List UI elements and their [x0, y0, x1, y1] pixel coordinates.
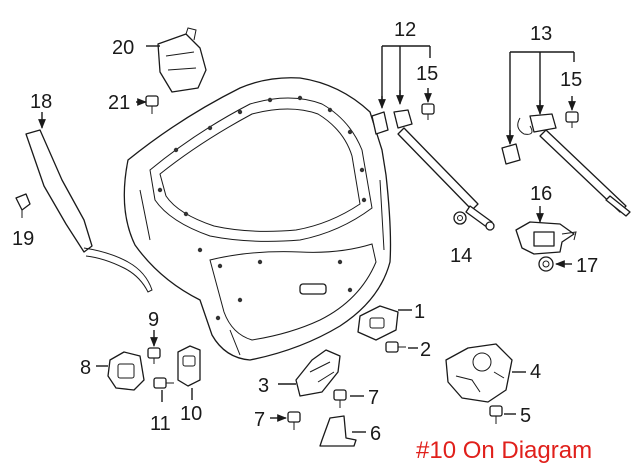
liftgate-fastener-dots — [157, 95, 367, 321]
callout-8: 8 — [80, 357, 91, 379]
callout-15a: 15 — [416, 63, 438, 85]
part-3-striker — [295, 349, 341, 397]
callout-11: 11 — [150, 413, 171, 435]
part-5-bolt — [489, 405, 503, 424]
callout-12: 12 — [394, 19, 416, 41]
leader-12 — [381, 45, 431, 104]
part-14-bumper — [453, 211, 467, 225]
callout-15b: 15 — [560, 69, 582, 91]
callout-7a: 7 — [368, 387, 379, 409]
part-10-hinge — [177, 345, 201, 387]
callout-20: 20 — [112, 37, 134, 59]
part-8-hinge — [107, 351, 145, 391]
part-11-bolt — [153, 377, 174, 389]
callout-13: 13 — [530, 23, 552, 45]
callout-6: 6 — [370, 423, 381, 445]
part-1-switch — [357, 305, 399, 341]
callout-21: 21 — [108, 92, 130, 114]
part-16-module — [515, 221, 577, 255]
part-2-bolt — [385, 341, 406, 353]
part-17-nut — [538, 256, 554, 272]
callout-3: 3 — [258, 375, 269, 397]
callout-2: 2 — [420, 339, 431, 361]
part-9-bolt — [147, 347, 161, 364]
part-18-trim-strip — [25, 129, 153, 293]
part-15-bolt-b — [565, 111, 579, 128]
callout-5: 5 — [520, 405, 531, 427]
callout-9: 9 — [148, 309, 159, 331]
liftgate-panel — [123, 77, 392, 361]
diagram-footnote: #10 On Diagram — [416, 437, 592, 464]
callout-10: 10 — [180, 403, 202, 425]
part-12-strut — [371, 109, 495, 231]
callout-1: 1 — [414, 301, 425, 323]
part-21-bolt — [145, 95, 159, 114]
part-19-clip — [15, 193, 31, 218]
part-13-strut — [501, 113, 631, 217]
part-20-bracket — [157, 27, 207, 93]
part-6-bracket — [319, 415, 357, 447]
part-15-bolt-a — [421, 103, 435, 120]
callout-14: 14 — [450, 245, 472, 267]
part-7-bolt-a — [333, 389, 347, 408]
callout-18: 18 — [30, 91, 52, 113]
part-7-bolt-b — [287, 411, 301, 430]
callout-17: 17 — [576, 255, 598, 277]
leader-13 — [509, 51, 575, 140]
callout-7b: 7 — [254, 409, 265, 431]
callout-19: 19 — [12, 228, 34, 250]
callout-4: 4 — [530, 361, 541, 383]
part-4-latch — [445, 343, 513, 403]
callout-16: 16 — [530, 183, 552, 205]
